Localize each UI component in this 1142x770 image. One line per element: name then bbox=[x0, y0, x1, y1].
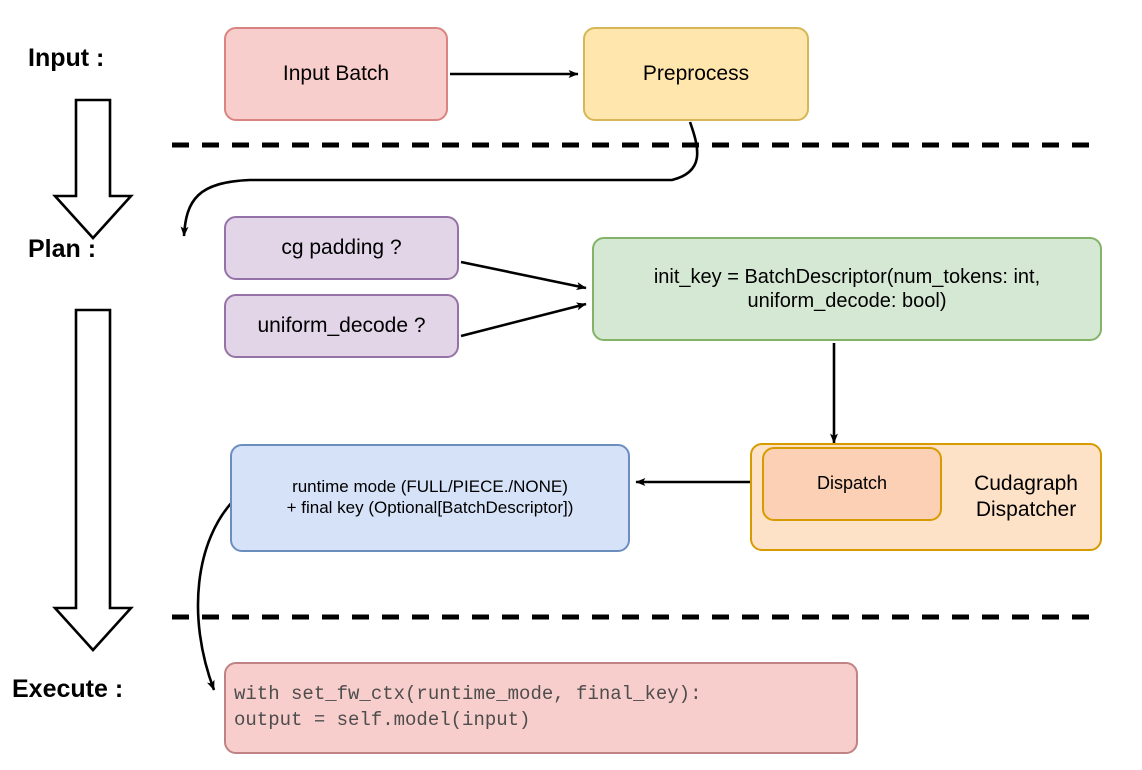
node-init-key[interactable]: init_key = BatchDescriptor(num_tokens: i… bbox=[592, 237, 1102, 341]
stage-label-input: Input : bbox=[28, 44, 105, 72]
node-cudagraph-dispatcher-label: Cudagraph Dispatcher bbox=[974, 472, 1078, 521]
node-code-block[interactable]: with set_fw_ctx(runtime_mode, final_key)… bbox=[224, 662, 858, 754]
node-dispatch-label: Dispatch bbox=[816, 473, 888, 494]
node-init-key-label: init_key = BatchDescriptor(num_tokens: i… bbox=[653, 265, 1041, 312]
edge-cg-padding-to-init-key bbox=[460, 260, 587, 291]
node-input-batch-label: Input Batch bbox=[282, 62, 390, 86]
input-to-plan-arrow bbox=[52, 98, 134, 240]
node-uniform-decode[interactable]: uniform_decode ? bbox=[224, 294, 459, 358]
node-runtime-mode[interactable]: runtime mode (FULL/PIECE./NONE) + final … bbox=[230, 444, 630, 552]
edge-runtime-mode-to-code bbox=[196, 499, 235, 691]
stage-label-plan: Plan : bbox=[28, 235, 97, 263]
node-input-batch[interactable]: Input Batch bbox=[224, 27, 448, 121]
edge-uniform-decode-to-init-key bbox=[460, 302, 587, 338]
node-cg-padding-label: cg padding ? bbox=[281, 236, 402, 260]
node-code-block-text: with set_fw_ctx(runtime_mode, final_key)… bbox=[234, 683, 702, 731]
node-preprocess-label: Preprocess bbox=[642, 62, 750, 86]
node-cg-padding[interactable]: cg padding ? bbox=[224, 216, 459, 280]
stage-label-execute: Execute : bbox=[12, 675, 124, 703]
plan-to-execute-arrow bbox=[52, 308, 134, 652]
node-uniform-decode-label: uniform_decode ? bbox=[257, 314, 426, 338]
node-preprocess[interactable]: Preprocess bbox=[583, 27, 809, 121]
node-dispatch[interactable]: Dispatch bbox=[762, 447, 942, 521]
node-runtime-mode-label: runtime mode (FULL/PIECE./NONE) + final … bbox=[286, 477, 574, 517]
